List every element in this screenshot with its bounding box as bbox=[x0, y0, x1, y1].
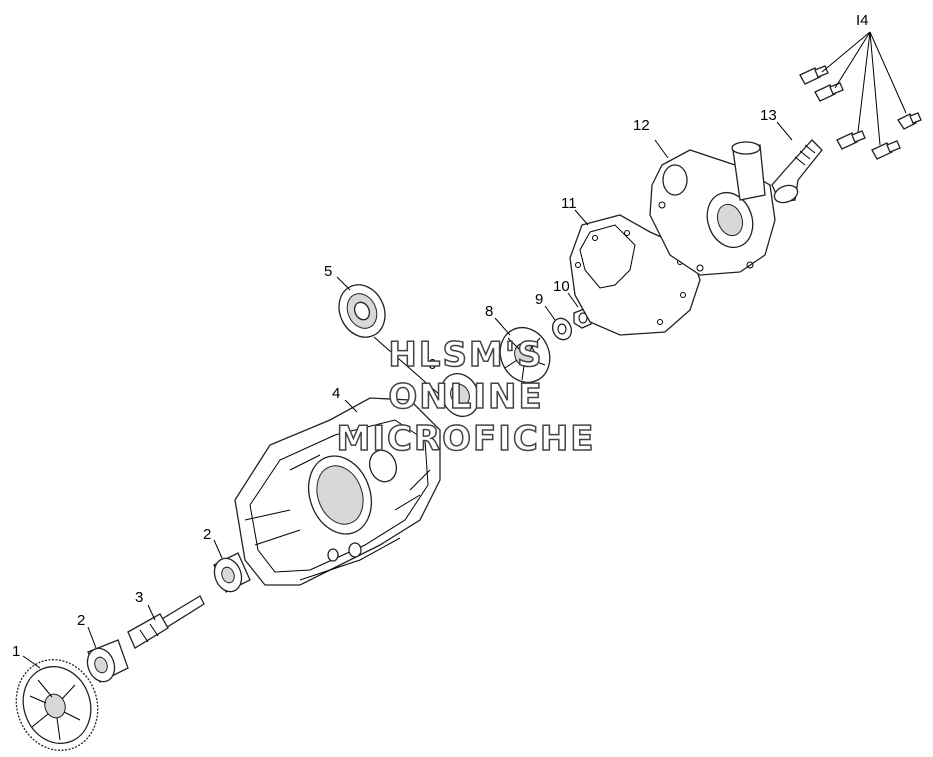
callout-9: 9 bbox=[535, 291, 543, 308]
bolt-5 bbox=[897, 112, 922, 130]
part-14-bolts[interactable] bbox=[799, 65, 922, 160]
callout-1: 1 bbox=[12, 643, 20, 660]
part-12-cover[interactable] bbox=[649, 141, 776, 276]
part-5-seal[interactable] bbox=[331, 277, 394, 345]
callout-4: 4 bbox=[332, 385, 340, 402]
part-2-bearing-upper[interactable] bbox=[210, 552, 251, 595]
callout-10: 10 bbox=[553, 278, 570, 295]
part-2-bearing-lower[interactable] bbox=[83, 639, 129, 685]
bolt-2 bbox=[814, 82, 844, 102]
callout-6: 6 bbox=[428, 356, 436, 373]
callout-2-lower: 2 bbox=[77, 612, 85, 629]
part-9-washer[interactable] bbox=[549, 315, 575, 343]
callout-3: 3 bbox=[135, 589, 143, 606]
bolt-4 bbox=[871, 140, 901, 160]
part-8-impeller[interactable] bbox=[491, 319, 558, 390]
part-1-gear[interactable] bbox=[4, 648, 111, 757]
callout-labels: 1 2 2 3 4 5 6 8 9 10 11 12 13 I4 bbox=[12, 12, 869, 660]
callout-5: 5 bbox=[324, 263, 332, 280]
callout-13: 13 bbox=[760, 107, 777, 124]
part-4-housing[interactable] bbox=[234, 397, 441, 586]
callout-14: I4 bbox=[856, 12, 869, 29]
bolt-1 bbox=[799, 65, 829, 85]
watermark: HLSM'S ONLINE MICROFICHE bbox=[336, 334, 595, 460]
watermark-line-1: HLSM'S bbox=[388, 335, 543, 375]
part-3-shaft[interactable] bbox=[127, 595, 205, 649]
callout-2-upper: 2 bbox=[203, 526, 211, 543]
part-6-seal[interactable] bbox=[434, 367, 485, 422]
callout-8: 8 bbox=[485, 303, 493, 320]
watermark-line-2: ONLINE bbox=[388, 377, 543, 417]
part-13-elbow[interactable] bbox=[771, 139, 823, 206]
watermark-line-3: MICROFICHE bbox=[336, 419, 595, 459]
leader-lines bbox=[22, 31, 907, 669]
callout-12: 12 bbox=[633, 117, 650, 134]
callout-11: 11 bbox=[561, 195, 577, 212]
bolt-3 bbox=[836, 130, 866, 150]
